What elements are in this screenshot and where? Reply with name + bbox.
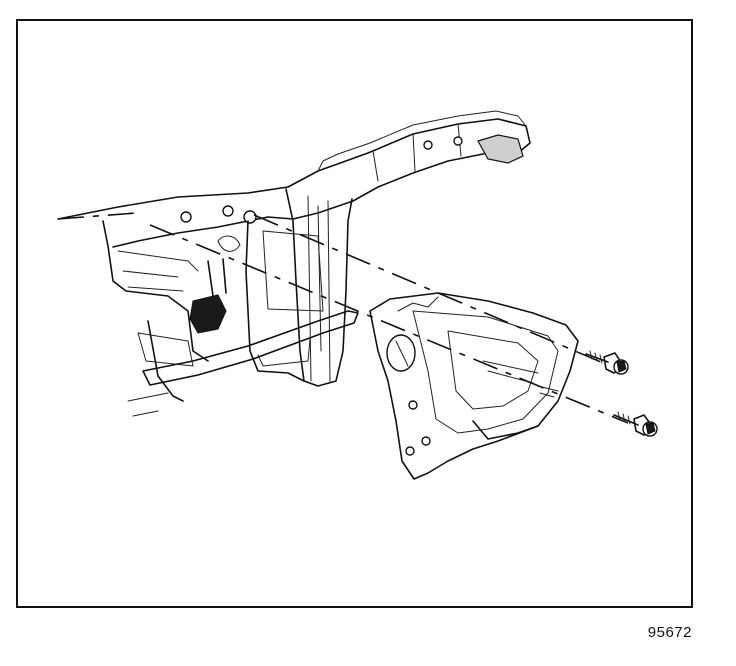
figure-number: 95672 (647, 624, 692, 641)
exploded-view-illustration (57, 110, 658, 480)
instrument-panel-carrier (57, 110, 531, 417)
diagram-frame (16, 19, 693, 608)
bolt-lower (613, 411, 658, 437)
mounting-bracket (369, 292, 579, 480)
bolt-upper (585, 350, 629, 375)
alignment-lines (57, 212, 629, 424)
